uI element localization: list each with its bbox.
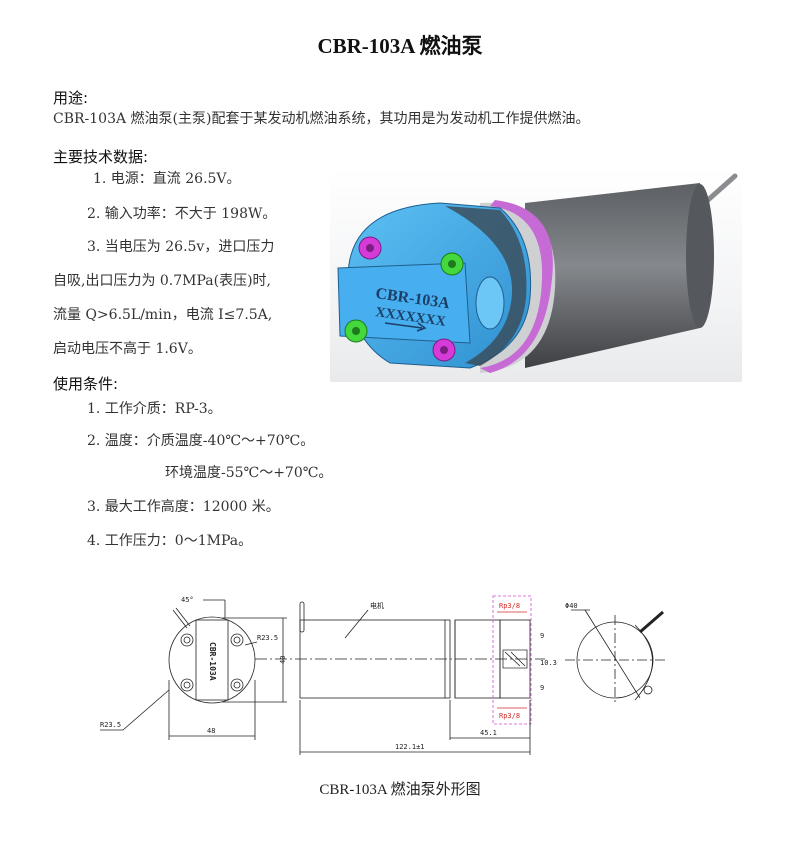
radius-bottom-dim: R23.5 [100, 721, 121, 729]
end-view: Φ40 [565, 602, 665, 705]
port-top-dim: Rp3/8 [499, 602, 520, 610]
conditions-heading: 使用条件: [53, 375, 119, 393]
purpose-heading: 用途: [53, 89, 89, 107]
dim-9-top: 9 [540, 632, 544, 640]
spec-item-3-line2: 自吸,出口压力为 0.7MPa(表压)时, [53, 273, 272, 289]
port-bottom-dim: Rp3/8 [499, 712, 520, 720]
pump-photo: CBR-103A XXXXXXX [330, 168, 742, 382]
spec-item-3-line4: 启动电压不高于 1.6V。 [53, 341, 202, 357]
condition-item-2: 2. 温度：介质温度-40℃～+70℃。 [87, 433, 315, 449]
dim-9-bottom: 9 [540, 684, 544, 692]
dim-center: 10.3 [540, 659, 557, 667]
angle-dim: 45° [181, 596, 194, 604]
side-view: 电机 Rp3/8 Rp3/8 9 9 10.3 45.1 122.1±1 [255, 595, 557, 755]
plate-text: CBR-103A [208, 642, 217, 681]
condition-item-2-line2: 环境温度-55℃～+70℃。 [165, 465, 333, 481]
radius-top-dim: R23.5 [257, 634, 278, 642]
specs-heading: 主要技术数据: [53, 148, 149, 166]
engineering-drawing: 45° R23.5 40 48 R23.5 CBR-103A 电机 [95, 590, 715, 770]
outline-drawing: 45° R23.5 40 48 R23.5 CBR-103A 电机 [100, 595, 665, 755]
total-length-dim: 122.1±1 [395, 743, 425, 751]
diameter-dim: Φ40 [565, 602, 578, 610]
purpose-text: CBR-103A 燃油泵(主泵)配套于某发动机燃油系统，其功用是为发动机工作提供… [53, 111, 590, 127]
spec-item-1: 1. 电源：直流 26.5V。 [93, 171, 241, 187]
spec-item-3: 3. 当电压为 26.5v，进口压力 [87, 239, 275, 255]
page-title: CBR-103A 燃油泵 [317, 34, 483, 58]
figure-caption: CBR-103A 燃油泵外形图 [319, 782, 481, 798]
pump-length-dim: 45.1 [480, 729, 497, 737]
condition-item-4: 4. 工作压力：0～1MPa。 [87, 533, 253, 549]
motor-label: 电机 [370, 601, 384, 610]
fuel-pump-render: CBR-103A XXXXXXX [337, 173, 738, 373]
front-view: 45° R23.5 40 48 R23.5 CBR-103A [100, 596, 287, 740]
height-dim: 40 [279, 656, 287, 664]
condition-item-3: 3. 最大工作高度：12000 米。 [87, 499, 280, 515]
condition-item-1: 1. 工作介质：RP-3。 [87, 401, 222, 417]
width-dim: 48 [207, 727, 215, 735]
spec-item-3-line3: 流量 Q>6.5L/min，电流 I≤7.5A, [53, 307, 273, 323]
spec-item-2: 2. 输入功率：不大于 198W。 [87, 206, 277, 222]
